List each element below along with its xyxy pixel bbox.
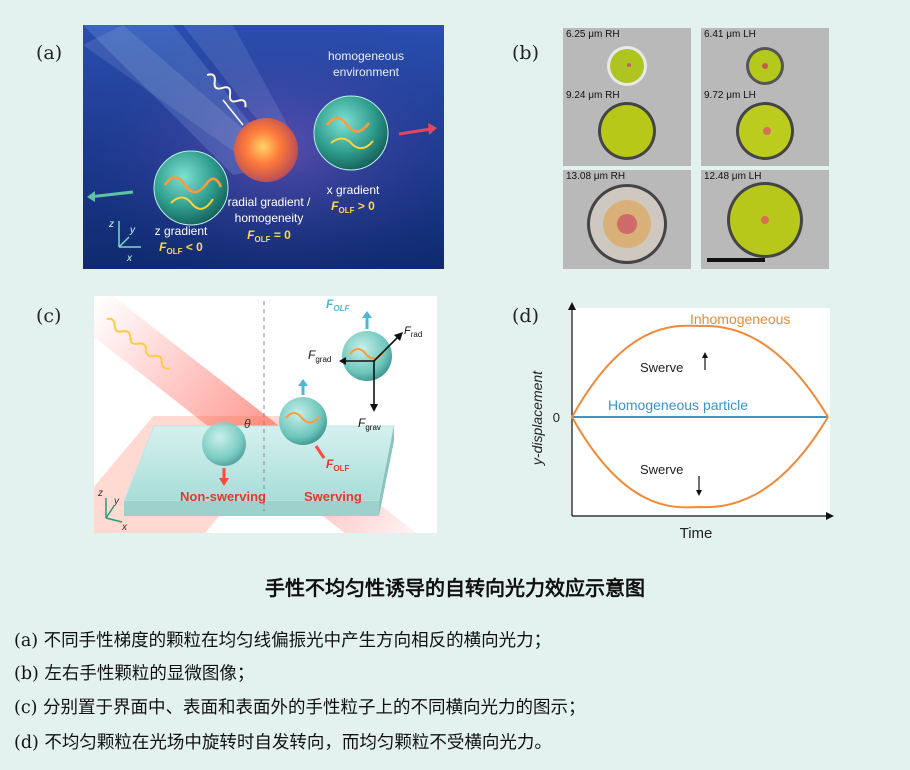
r-force-symbol: F [247,228,255,242]
panel-d-plot: Inhomogeneous Homogeneous particle Swerv… [516,300,836,548]
micrograph-tile: 9.24 μm RH [563,89,691,166]
panel-c-illustration: FOLF Fgrad Frad Fgrav θ FOLF Non-swervin… [94,296,437,533]
x-force-symbol: F [331,199,339,213]
panel-a-illustration: homogeneous environment z gradient FOLF … [83,25,444,269]
f-olf-top: F [326,297,334,311]
svg-text:FOLF = 0: FOLF = 0 [247,228,291,244]
axes-icon: z y x [97,488,128,533]
axis-y: y [129,225,136,236]
f-grav: F [358,416,366,430]
axis-y: y [113,496,120,507]
zero-tick: 0 [553,410,560,425]
f-rad: F [404,325,412,337]
r-force-rel: = 0 [270,228,291,242]
swerve-bottom-label: Swerve [640,462,683,477]
panel-label-d: (d) [512,305,539,327]
f-olf-bottom: F [326,457,334,471]
z-gradient-label: z gradient [155,224,208,238]
z-gradient-particle [153,150,229,226]
svg-text:Fgrav: Fgrav [358,416,381,432]
micrograph-tile: 9.72 μm LH [701,89,829,166]
axis-x: x [121,522,128,533]
tile-label: 13.08 μm RH [566,171,626,182]
env-line-2: environment [333,65,400,79]
non-swerving-label: Non-swerving [180,489,266,504]
r-force-sub: OLF [254,235,270,244]
x-axis-label: Time [680,525,713,542]
z-force-symbol: F [159,240,167,254]
svg-text:FOLF: FOLF [326,457,349,473]
caption-line-a: (a) 不同手性梯度的颗粒在均匀线偏振光中产生方向相反的横向光力； [14,631,552,651]
tile-label: 12.48 μm LH [704,171,762,182]
svg-text:Frad: Frad [404,325,422,339]
tile-label: 6.41 μm LH [704,29,756,40]
z-force-rel: < 0 [182,240,203,254]
swerving-label: Swerving [304,489,362,504]
x-gradient-label: x gradient [327,183,380,197]
homogeneous-label: Homogeneous particle [608,397,748,413]
axis-x: x [126,253,133,264]
f-grad: F [308,348,316,362]
axis-z: z [108,219,114,230]
f-grad-sub: grad [315,355,331,364]
micrograph-tile: 13.08 μm RH [563,170,691,269]
inhomogeneous-curve-top [571,324,829,418]
inhomogeneous-curve-bottom [571,416,829,509]
f-rad-sub: rad [411,330,423,339]
svg-text:Fgrad: Fgrad [308,348,331,364]
figure-title: 手性不均匀性诱导的自转向光力效应示意图 [265,576,645,600]
panel-label-a: (a) [36,42,63,64]
x-gradient-particle [313,95,389,171]
tile-label: 6.25 μm RH [566,29,620,40]
scale-bar [707,258,765,262]
f-olf-bottom-sub: OLF [333,464,349,473]
radial-label-2: homogeneity [235,211,304,225]
svg-text:FOLF: FOLF [326,297,350,313]
tile-label: 9.72 μm LH [704,90,756,101]
caption-line-b: (b) 左右手性颗粒的显微图像； [14,664,255,684]
caption-line-d: (d) 不均匀颗粒在光场中旋转时自发转向，而均匀颗粒不受横向光力。 [14,733,552,753]
micrograph-tile: 12.48 μm LH [701,170,829,269]
svg-text:FOLF < 0: FOLF < 0 [159,240,203,256]
caption-line-c: (c) 分别置于界面中、表面和表面外的手性粒子上的不同横向光力的图示； [14,698,586,718]
x-force-sub: OLF [338,206,354,215]
axis-z: z [97,488,103,499]
panel-label-b: (b) [512,42,539,64]
x-force-rel: > 0 [354,199,375,213]
swerve-top-label: Swerve [640,360,683,375]
radial-gradient-particle [234,118,298,182]
tile-label: 9.24 μm RH [566,90,620,101]
inhomogeneous-label: Inhomogeneous [690,311,790,327]
env-line-1: homogeneous [328,49,404,63]
y-axis-label: y-displacement [529,370,545,466]
f-grav-sub: grav [365,423,381,432]
z-force-sub: OLF [166,247,182,256]
panel-label-c: (c) [36,305,62,327]
svg-text:FOLF > 0: FOLF > 0 [331,199,375,215]
theta-label: θ [244,417,251,431]
axes-icon: z y x [108,219,141,264]
f-olf-top-sub: OLF [333,304,350,313]
radial-label-1: radial gradient / [228,195,311,209]
